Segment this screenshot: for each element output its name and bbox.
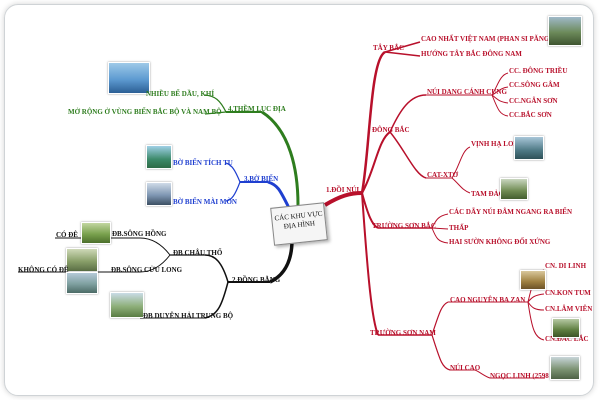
leaf-tsb-3: HAI SƯỜN KHÔNG ĐỐI XỨNG bbox=[449, 238, 551, 246]
leaf-tam-dao: TAM ĐẢO bbox=[471, 190, 505, 198]
photo-thumbnail bbox=[108, 62, 150, 94]
branch-them-luc-dia: 4.THỀM LỤC ĐỊA bbox=[228, 105, 286, 113]
node-truong-son-nam: TRƯỜNG SƠN NAM bbox=[370, 329, 436, 337]
photo-thumbnail bbox=[146, 182, 172, 206]
photo-thumbnail bbox=[81, 222, 111, 244]
leaf-db-song-hong: ĐB.SÔNG HỒNG bbox=[112, 230, 167, 238]
leaf-bo-bien-mai-mon: BỜ BIỂN MÀI MÒN bbox=[173, 198, 237, 206]
node-nui-cao: NÚI CAO bbox=[450, 364, 481, 372]
photo-thumbnail bbox=[110, 292, 144, 318]
leaf-cc-dong-trieu: CC. ĐÔNG TRIỀU bbox=[509, 67, 568, 75]
photo-thumbnail bbox=[520, 270, 546, 290]
photo-thumbnail bbox=[66, 272, 98, 294]
leaf-cc-bac-son: CC.BẮC SƠN bbox=[509, 111, 552, 119]
leaf-mo-rong: MỞ RỘNG Ở VÙNG BIỂN BẮC BỘ VÀ NAM BỘ bbox=[68, 108, 222, 116]
leaf-tay-bac-2: HƯỚNG TÂY BẮC ĐÔNG NAM bbox=[421, 50, 522, 58]
leaf-bo-bien-tich-tu: BỜ BIỂN TÍCH TỤ bbox=[173, 159, 233, 167]
leaf-tsb-1: CÁC DÃY NÚI ĐÂM NGANG RA BIỂN bbox=[449, 208, 573, 216]
branch-doi-nui: 1.ĐỒI NÚI bbox=[326, 186, 360, 194]
leaf-cn-kon-tum: CN.KON TUM bbox=[545, 289, 591, 297]
photo-thumbnail bbox=[550, 356, 580, 380]
leaf-db-duyen-hai: ĐB DUYÊN HẢI TRUNG BỘ bbox=[143, 312, 234, 320]
leaf-tsb-2: THẤP bbox=[449, 224, 469, 232]
leaf-cc-ngan-son: CC.NGÂN SƠN bbox=[509, 97, 558, 105]
leaf-dau-khi: NHIỀU BỂ DẦU, KHÍ bbox=[146, 90, 215, 98]
node-truong-son-bac: TRƯỜNG SƠN BẮC bbox=[372, 222, 436, 230]
branch-bo-bien: 3.BỜ BIỂN bbox=[244, 175, 279, 183]
photo-thumbnail bbox=[146, 145, 172, 169]
leaf-ngoc-linh: NGỌC LINH (2598 M) bbox=[490, 372, 560, 380]
leaf-cn-lam-vien: CN.LÂM VIÊN bbox=[545, 305, 593, 313]
node-db-chau-tho: ĐB CHÂU THỔ bbox=[173, 249, 223, 257]
leaf-db-song-cuu-long: ĐB.SÔNG CỬU LONG bbox=[111, 266, 183, 274]
node-nui-dang-canh-cung: NÚI DẠNG CÁNH CUNG bbox=[427, 88, 507, 96]
leaf-khong-co-de: KHÔNG CÓ ĐÊ bbox=[18, 266, 69, 274]
photo-thumbnail bbox=[514, 136, 544, 160]
photo-thumbnail bbox=[552, 318, 580, 338]
leaf-co-de: CÓ ĐÊ bbox=[56, 231, 78, 239]
leaf-vinh-ha-long: VỊNH HẠ LONG bbox=[471, 140, 524, 148]
photo-thumbnail bbox=[548, 16, 582, 46]
node-tay-bac: TÂY BẮC bbox=[373, 44, 405, 52]
frame-border bbox=[4, 4, 594, 396]
photo-thumbnail bbox=[66, 248, 98, 272]
node-cat-xto: CAT-XTƠ bbox=[427, 171, 459, 179]
leaf-cn-di-linh: CN. DI LINH bbox=[545, 262, 587, 270]
branch-dong-bang: 2.ĐỒNG BẰNG bbox=[232, 276, 281, 284]
photo-thumbnail bbox=[500, 178, 528, 200]
node-dong-bac: ĐÔNG BẮC bbox=[372, 126, 410, 134]
leaf-cc-song-gam: CC.SÔNG GÂM bbox=[509, 81, 560, 89]
leaf-tay-bac-1: CAO NHẤT VIỆT NAM (PHAN SI PĂNG 3143 M) bbox=[421, 35, 576, 43]
leaf-cn-dac-lac: CN.ĐẮC LẮC bbox=[545, 335, 589, 343]
node-cao-nguyen-ba-zan: CAO NGUYÊN BA ZAN bbox=[450, 296, 526, 304]
